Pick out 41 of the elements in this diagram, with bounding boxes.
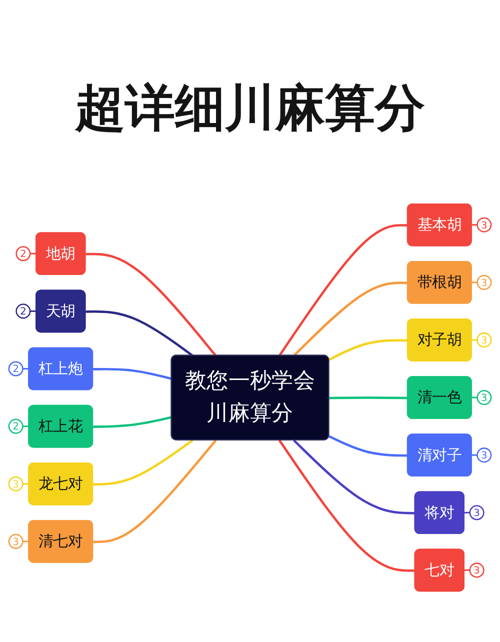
circled-number: 2: [8, 361, 29, 376]
connector-line: [278, 440, 416, 572]
topic-box: 天胡: [36, 290, 86, 333]
circled-number: 3: [471, 390, 492, 406]
connector-line: [93, 416, 172, 428]
connector-line: [293, 439, 416, 514]
circled-number: 3: [471, 217, 492, 232]
circled-number: 2: [16, 246, 36, 262]
circled-number: 3: [464, 505, 484, 520]
connector-line: [293, 282, 408, 357]
circled-number: 2: [8, 418, 29, 434]
circled-number: 3: [471, 274, 492, 290]
circled-number: 3: [8, 534, 29, 549]
topic-box: 杠上花: [28, 404, 94, 448]
topic-box: 基本胡: [406, 203, 472, 246]
connector-line: [328, 435, 408, 457]
connector-line: [329, 396, 408, 400]
topic-box: 龙七对: [28, 462, 94, 506]
central-topic-box: 教您一秒学会川麻算分: [170, 354, 330, 440]
topic-box: 将对: [414, 491, 464, 534]
topic-box: 清一色: [406, 376, 472, 419]
connector-line: [278, 224, 408, 356]
circled-number: 3: [464, 562, 484, 578]
topic-box: 清对子: [406, 434, 472, 476]
connector-line: [86, 310, 194, 357]
topic-box: 对子胡: [406, 318, 472, 362]
topic-box: 七对: [414, 548, 464, 592]
topic-box: 清七对: [28, 520, 94, 563]
topic-box: 地胡: [36, 232, 86, 275]
circled-number: 3: [471, 332, 492, 348]
title: 超详细川麻算分: [75, 78, 425, 138]
circled-number: 3: [471, 448, 492, 463]
topic-box: 带根胡: [406, 260, 472, 304]
topic-box: 杠上炮: [28, 347, 94, 390]
circled-number: 3: [8, 476, 29, 492]
connector-line: [93, 439, 194, 486]
connector-line: [93, 440, 217, 544]
circled-number: 2: [16, 304, 36, 319]
connector-line: [93, 368, 172, 380]
connector-line: [86, 252, 217, 356]
connector-line: [328, 339, 408, 361]
